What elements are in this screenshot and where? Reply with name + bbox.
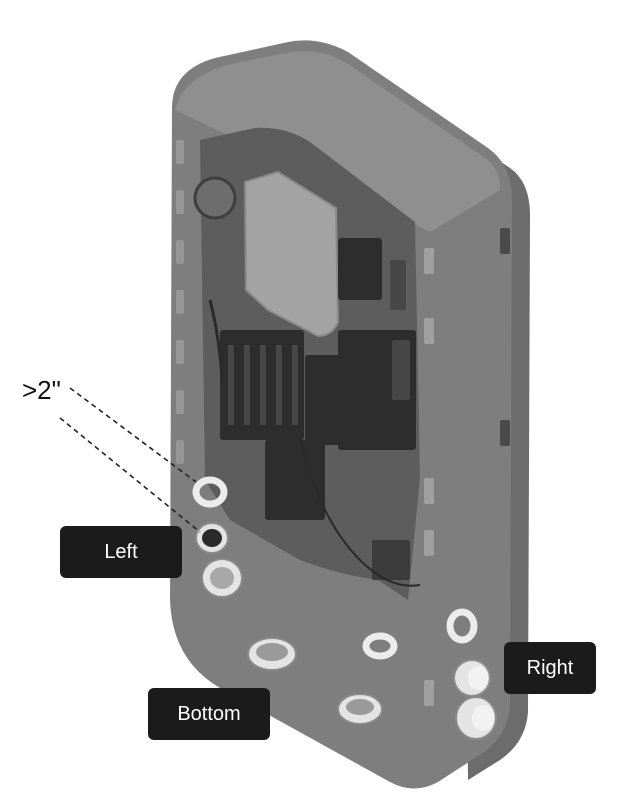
- fitting-right-upper: [453, 659, 491, 697]
- callout-left-text: Left: [104, 541, 138, 563]
- cable-grommet: [193, 176, 237, 220]
- fitting-bottom-right: [337, 693, 383, 725]
- knockout-right-upper: [446, 608, 478, 644]
- right-wall-latches: [424, 248, 434, 706]
- callout-bottom-text: Bottom: [177, 703, 241, 725]
- side-slots: [500, 228, 510, 446]
- internal-wire-2: [208, 299, 224, 381]
- fitting-right-lower: [455, 696, 497, 740]
- spacing-dimension-label: >2": [22, 375, 61, 405]
- status-board: [372, 540, 410, 580]
- relay-blocks: [220, 238, 416, 520]
- callout-left: Left: [60, 526, 182, 578]
- left-wall-ribs: [176, 140, 184, 464]
- fitting-left-upper: [195, 522, 229, 554]
- internal-wire: [299, 439, 421, 587]
- knockout-center: [362, 632, 398, 660]
- fitting-bottom-left: [247, 637, 297, 671]
- knockout-left-upper: [192, 476, 228, 508]
- enclosure-top-rim: [175, 51, 500, 232]
- dimension-line-lower: [59, 417, 201, 533]
- fitting-left-lower: [201, 558, 243, 598]
- terminal-strips: [228, 260, 410, 425]
- callout-right-text: Right: [526, 657, 574, 679]
- control-board: [243, 170, 340, 338]
- callout-bottom: Bottom: [148, 688, 270, 740]
- callout-right: Right: [504, 642, 596, 694]
